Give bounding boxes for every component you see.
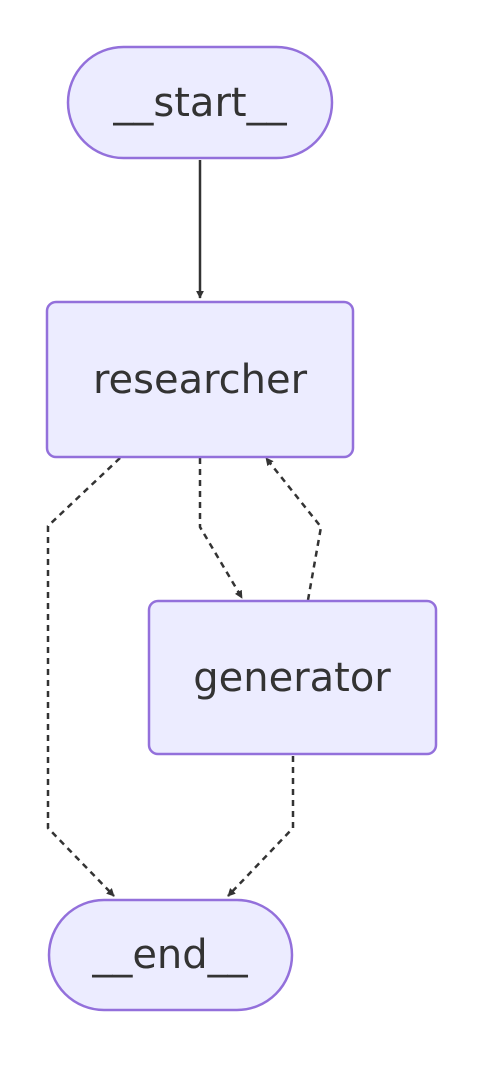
edge-researcher-to-generator (198, 458, 244, 599)
node-researcher-shape (45, 300, 355, 459)
node-start[interactable]: __start__ (66, 45, 334, 160)
node-researcher[interactable]: researcher (45, 300, 355, 459)
node-end-shape (47, 898, 294, 1012)
edge-generator-to-end (227, 756, 295, 897)
node-end-label: __end__ (91, 932, 248, 978)
node-generator[interactable]: generator (147, 599, 438, 756)
node-start-shape (66, 45, 334, 160)
node-researcher-label: researcher (93, 357, 308, 403)
node-generator-shape (147, 599, 438, 756)
node-start-label: __start__ (112, 80, 287, 126)
node-end[interactable]: __end__ (47, 898, 294, 1012)
edge-researcher-to-end (46, 457, 121, 897)
edge-generator-to-researcher (265, 457, 323, 601)
node-generator-label: generator (193, 655, 391, 701)
edges (46, 160, 323, 897)
